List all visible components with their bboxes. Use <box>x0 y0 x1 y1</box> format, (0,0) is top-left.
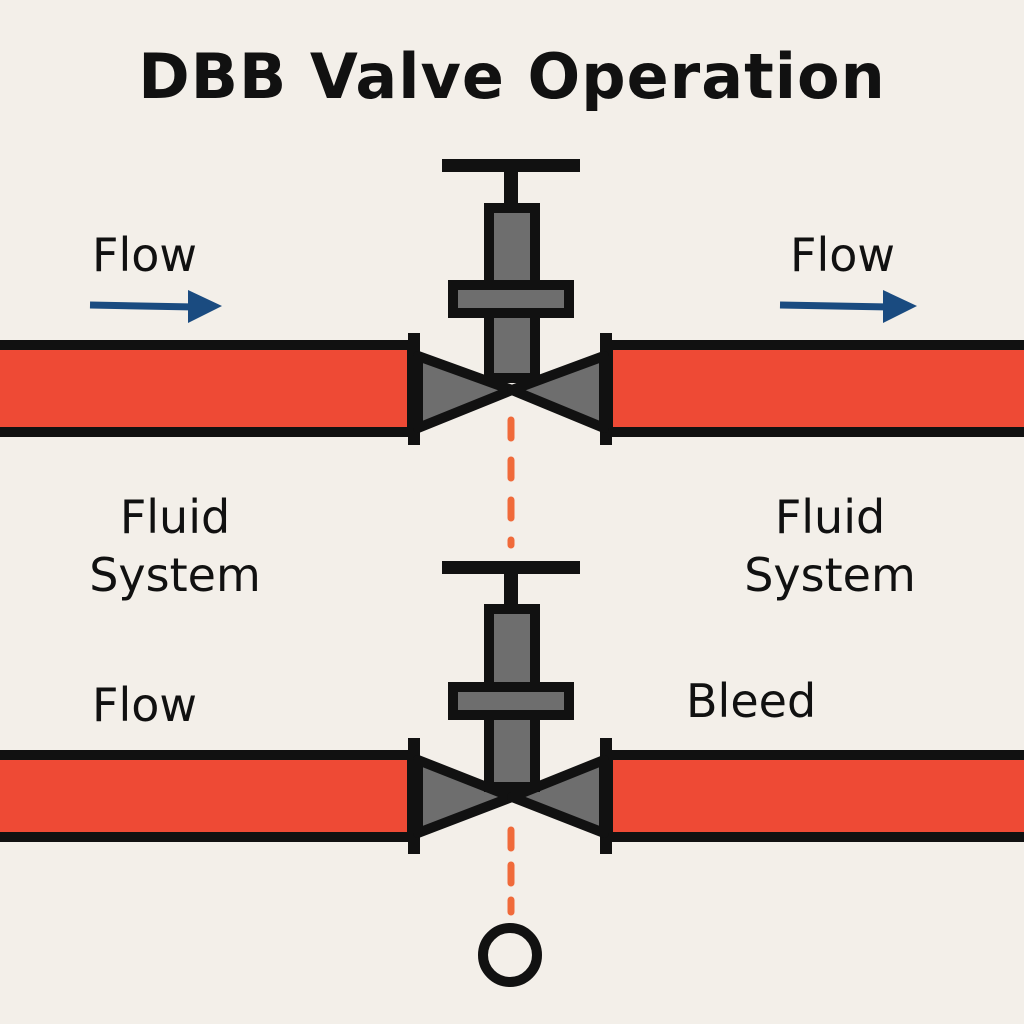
fluid-label-right-line1: Fluid <box>774 490 886 544</box>
lower-pipe-right <box>603 750 1024 842</box>
fluid-system-label-right: Fluid System <box>735 488 925 604</box>
flow-label-top-left: Flow <box>92 228 198 282</box>
lower-pipe-left <box>0 750 417 842</box>
flow-arrow-left-icon <box>89 290 222 323</box>
bleed-label: Bleed <box>686 674 817 728</box>
diagram-title: DBB Valve Operation <box>138 40 886 113</box>
flow-label-bottom-left: Flow <box>92 678 198 732</box>
upper-pipe-right <box>603 340 1024 437</box>
fluid-system-label-left: Fluid System <box>80 488 270 604</box>
fluid-label-right-line2: System <box>744 548 916 602</box>
downstream-valve-handwheel[interactable] <box>442 561 580 574</box>
downstream-valve[interactable] <box>408 561 612 854</box>
bleed-port-icon[interactable] <box>478 923 542 987</box>
flow-label-top-right: Flow <box>790 228 896 282</box>
upstream-valve[interactable] <box>408 159 612 445</box>
fluid-label-left-line2: System <box>89 548 261 602</box>
flow-arrow-right-icon <box>779 290 917 323</box>
upper-pipe-left <box>0 340 417 437</box>
upstream-valve-handwheel[interactable] <box>442 159 580 172</box>
fluid-label-left-line1: Fluid <box>119 490 231 544</box>
